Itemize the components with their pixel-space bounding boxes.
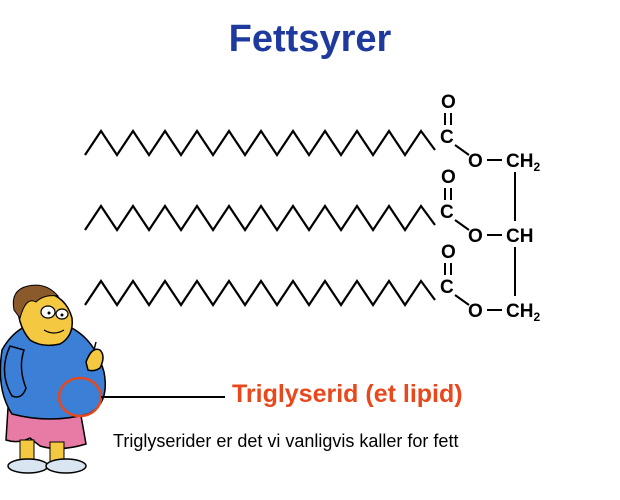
oxygen-atom-carbonyl-1: O [441, 92, 456, 113]
ch2-group-bottom: CH2 [506, 301, 540, 324]
oxygen-atom-ester-2: O [468, 226, 483, 247]
c-o-bond-3 [454, 294, 470, 306]
oxygen-atom-carbonyl-2: O [441, 167, 456, 188]
oxygen-atom-carbonyl-3: O [441, 242, 456, 263]
fatty-acid-chain-2 [84, 204, 436, 232]
c-o-bond-1 [454, 144, 470, 156]
carbon-atom-3: C [440, 277, 454, 298]
c-o-bond-2 [454, 219, 470, 231]
carbon-atom-1: C [440, 127, 454, 148]
ch-group-middle: CH [506, 226, 533, 247]
fatty-acid-chain-3 [84, 279, 436, 307]
triglyceride-label: Triglyserid (et lipid) [232, 380, 463, 408]
ch2-group-top: CH2 [506, 151, 540, 174]
oxygen-atom-ester-1: O [468, 151, 483, 172]
carbon-atom-2: C [440, 202, 454, 223]
caption-text: Triglyserider er det vi vanligvis kaller… [113, 431, 459, 451]
cartoon-man-illustration [0, 284, 106, 474]
fatty-acid-chain-1 [84, 129, 436, 157]
page-title: Fettsyrer [228, 18, 392, 60]
oxygen-atom-ester-3: O [468, 301, 483, 322]
